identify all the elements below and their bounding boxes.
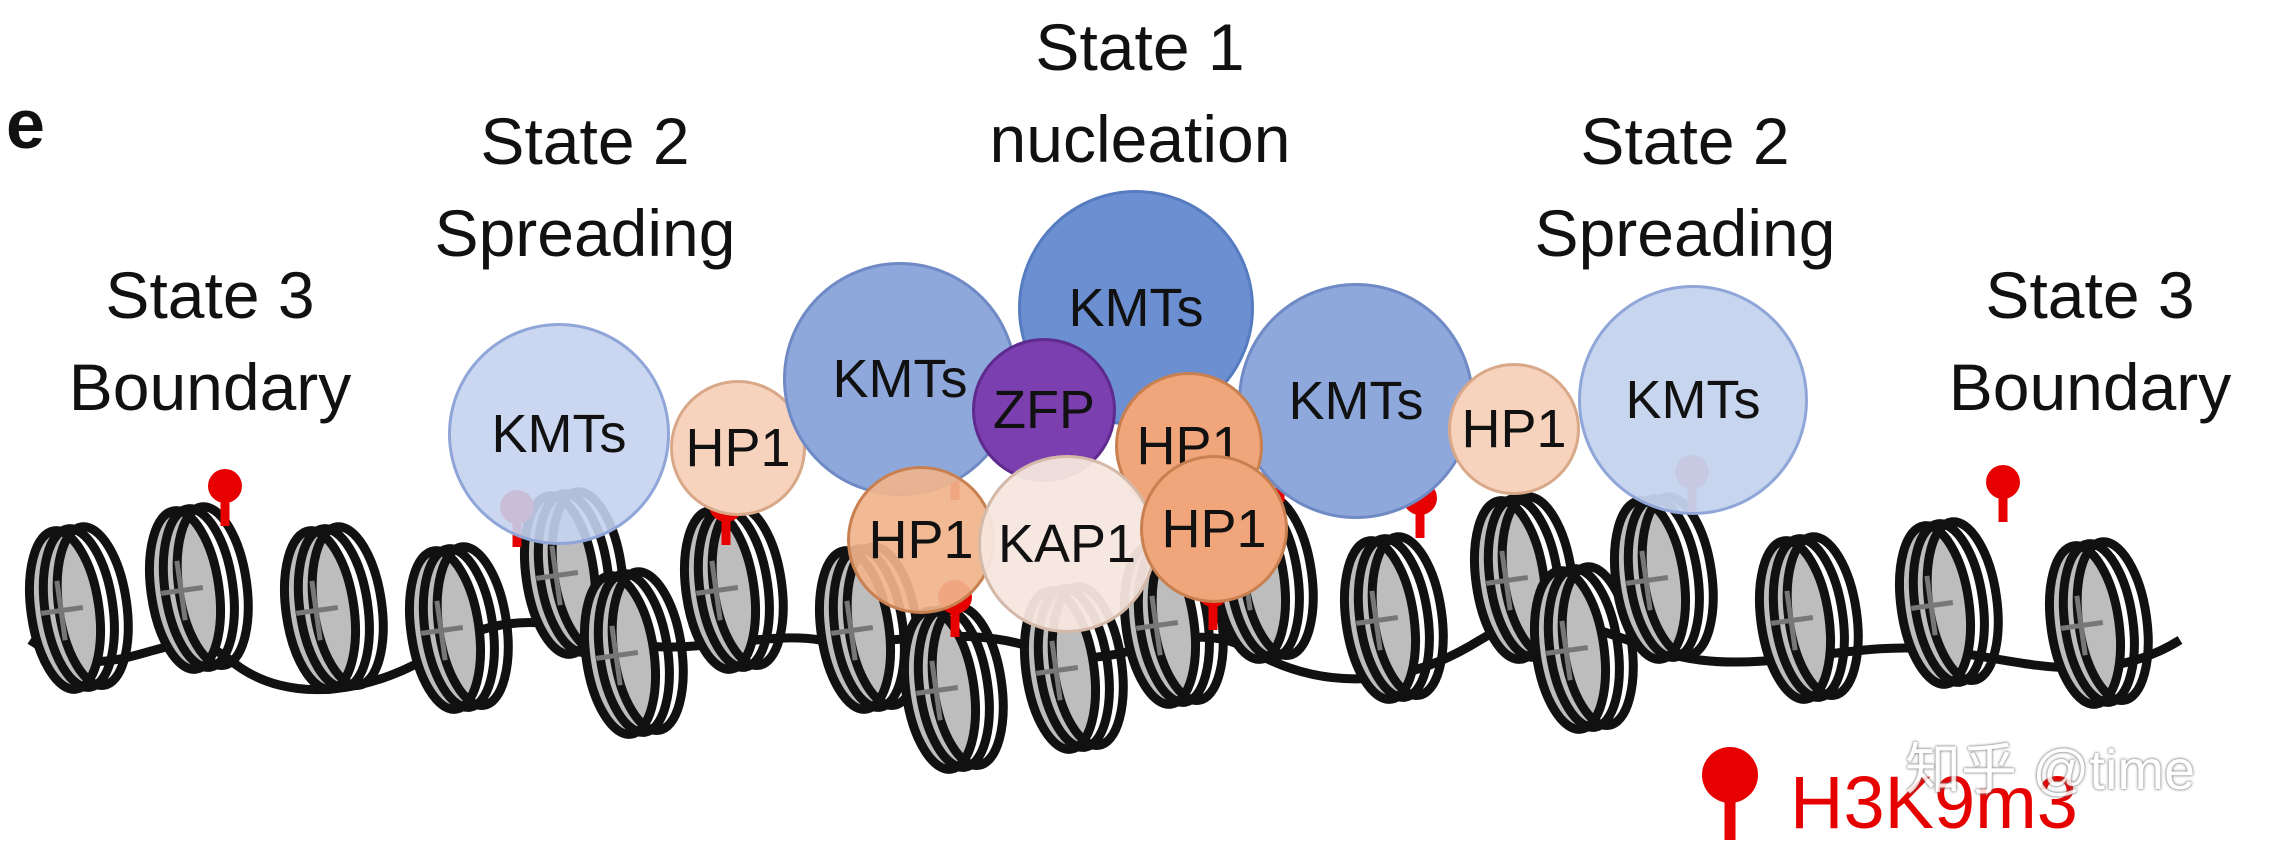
kmts-complex: KMTs <box>448 323 670 545</box>
nucleosome <box>1750 532 1867 704</box>
kap1-protein: KAP1 <box>978 455 1156 633</box>
watermark: 知乎 @time <box>1905 738 2196 801</box>
nucleosome <box>1890 517 2007 689</box>
state-name: Boundary <box>68 350 352 424</box>
state-name: nucleation <box>989 102 1291 176</box>
state-number: State 3 <box>1985 258 2195 332</box>
state-name: Spreading <box>1534 196 1836 270</box>
hp1-protein: HP1 <box>670 380 806 516</box>
legend-mark-icon <box>1702 747 1758 840</box>
legend-label: H3K9m3 <box>1790 761 2078 844</box>
state-label-left-boundary: State 3 Boundary <box>30 262 390 420</box>
state-number: State 1 <box>1035 10 1245 84</box>
nucleosome <box>2040 537 2157 709</box>
panel-letter: e <box>6 85 45 163</box>
state-number: State 2 <box>1580 104 1790 178</box>
state-number: State 2 <box>480 104 690 178</box>
h3k9m3-mark <box>1986 465 2020 522</box>
h3k9m3-mark <box>208 469 242 526</box>
state-label-right-boundary: State 3 Boundary <box>1910 262 2270 420</box>
nucleosome <box>575 567 692 739</box>
state-label-nucleation: State 1 nucleation <box>960 14 1320 172</box>
nucleosome <box>275 522 392 694</box>
state-name: Boundary <box>1948 350 2232 424</box>
state-label-left-spreading: State 2 Spreading <box>400 108 770 266</box>
nucleosome <box>20 522 137 694</box>
state-name: Spreading <box>434 196 736 270</box>
kmts-complex: KMTs <box>1578 285 1808 515</box>
state-number: State 3 <box>105 258 315 332</box>
state-label-right-spreading: State 2 Spreading <box>1500 108 1870 266</box>
hp1-protein: HP1 <box>1140 455 1288 603</box>
hp1-protein: HP1 <box>847 466 995 614</box>
kmts-complex: KMTs <box>1238 283 1474 519</box>
hp1-protein: HP1 <box>1448 363 1580 495</box>
